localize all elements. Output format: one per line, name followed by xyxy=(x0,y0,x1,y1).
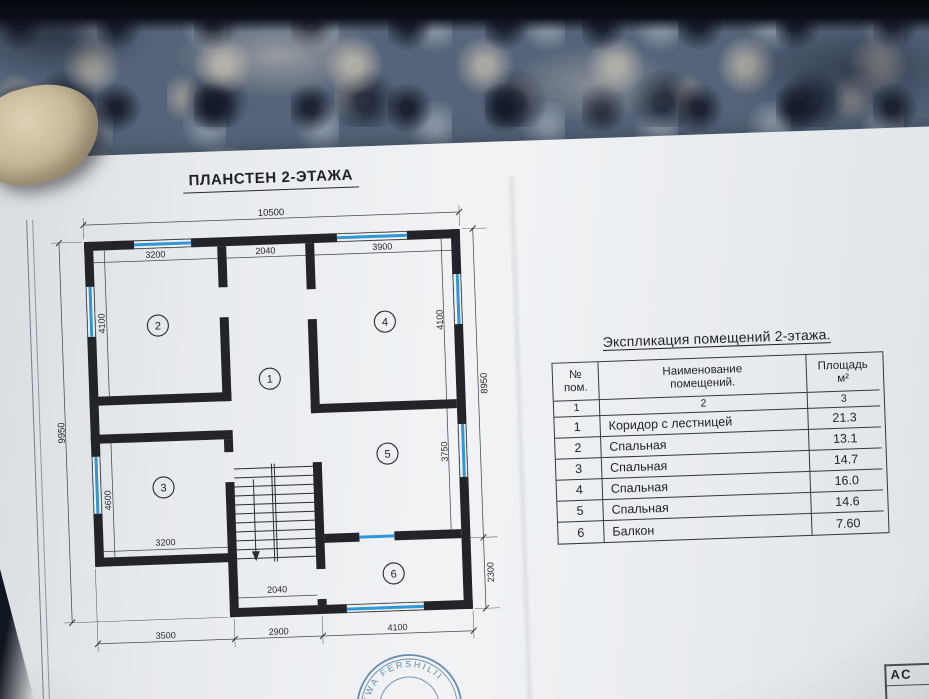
room-number-2: 2 xyxy=(155,320,162,332)
room-numbers: 1 2 3 4 5 6 xyxy=(155,317,397,581)
title-block-line xyxy=(884,664,890,699)
title-block-line xyxy=(884,681,929,687)
explication-title: Экспликация помещений 2-этажа. xyxy=(602,326,831,351)
table-cell: 5 xyxy=(557,500,604,523)
paper-sheet: ПЛАНСТЕН 2-ЭТАЖА xyxy=(0,125,929,699)
col-header-num: № пом. xyxy=(552,362,600,402)
window-glass xyxy=(88,233,466,611)
dim-room3-width: 3200 xyxy=(155,537,175,548)
staircase xyxy=(233,463,317,562)
table-cell: 6 xyxy=(558,521,605,544)
dim-room2-height: 4100 xyxy=(96,313,107,333)
room-number-5: 5 xyxy=(384,449,391,461)
dim-right-main: 8950 xyxy=(479,372,491,394)
floor-plan: 1 2 3 4 5 6 10500 3200 2040 3900 3200 20… xyxy=(50,204,500,652)
window-faces xyxy=(85,231,469,613)
stair-arrow-head xyxy=(251,551,260,562)
walls xyxy=(83,228,473,618)
title-block-line xyxy=(884,660,929,667)
table-cell: 21.3 xyxy=(808,406,881,430)
table-cell: 1 xyxy=(554,416,602,439)
table-cell: 14.6 xyxy=(811,490,884,514)
dim-room4-width: 3900 xyxy=(372,241,392,252)
dim-left-total: 9950 xyxy=(56,422,68,444)
col-header-area: Площадь м² xyxy=(806,352,880,393)
dim-hall-width: 2040 xyxy=(255,245,275,256)
room-number-6: 6 xyxy=(390,568,397,580)
top-shadow-band xyxy=(0,0,929,32)
room-number-1: 1 xyxy=(267,374,274,386)
dim-bottom-left: 3500 xyxy=(156,630,176,641)
column-index-cell: 1 xyxy=(553,400,601,418)
dim-room4-height: 4100 xyxy=(435,310,446,330)
room-circles xyxy=(146,310,405,585)
explication-block: Экспликация помещений 2-этажа. № пом. На… xyxy=(550,324,890,545)
table-cell: 2 xyxy=(555,437,602,460)
room-number-4: 4 xyxy=(382,317,389,329)
dim-room2-width: 3200 xyxy=(145,249,165,260)
dim-bottom-right: 4100 xyxy=(387,622,407,633)
room-number-3: 3 xyxy=(160,482,167,494)
dim-top-total: 10500 xyxy=(258,207,285,219)
table-cell: 7.60 xyxy=(835,515,861,531)
dim-right-balcony: 2300 xyxy=(485,562,496,582)
dimension-labels: 10500 3200 2040 3900 3200 2040 3500 2900… xyxy=(56,207,496,641)
drawing-title-text: ПЛАНСТЕН 2-ЭТАЖА xyxy=(182,166,360,194)
explication-table: № пом. Наименование помещений. Площадь м… xyxy=(551,351,890,545)
table-cell: 13.1 xyxy=(808,427,882,451)
dimension-extension-lines xyxy=(50,204,500,652)
dim-bottom-mid: 2900 xyxy=(268,626,288,637)
stamp-circles xyxy=(356,654,463,699)
dim-room5-height: 3750 xyxy=(439,441,450,461)
table-cell: 4 xyxy=(556,479,604,502)
dim-stair-width: 2040 xyxy=(267,584,287,595)
dim-room3-height: 4600 xyxy=(103,490,114,510)
sheet-corner-label: АС xyxy=(890,666,913,683)
table-cell: 3 xyxy=(555,458,603,481)
dimension-ticks xyxy=(55,208,490,648)
table-cell: 14.7 xyxy=(809,448,883,472)
stair-direction-arrow xyxy=(252,479,257,553)
dimension-lines xyxy=(58,211,487,645)
table-cell: 16.0 xyxy=(810,469,884,493)
